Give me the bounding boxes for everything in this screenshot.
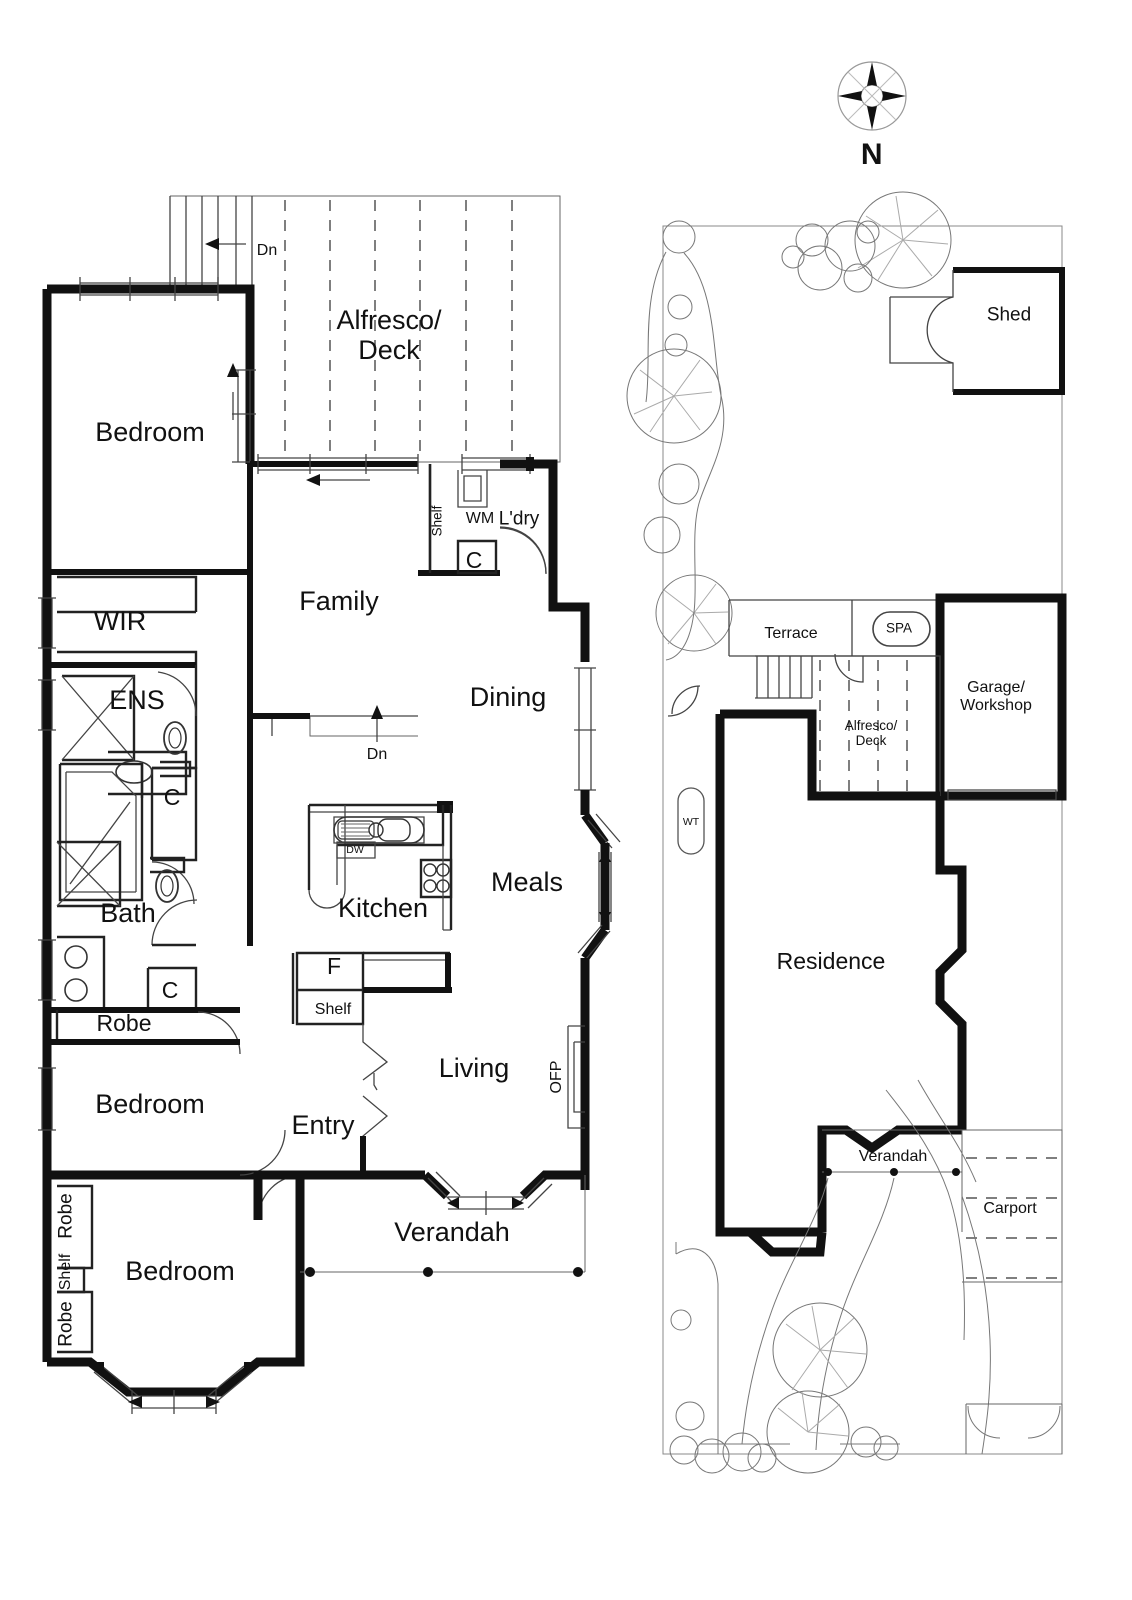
bath-walls — [38, 762, 198, 1011]
garden-trees-top — [781, 191, 952, 293]
alfresco-deck-site — [755, 653, 941, 796]
wir-walls — [38, 575, 198, 668]
bedroom-master-walls — [42, 277, 256, 1362]
compass-rose-icon — [837, 61, 907, 131]
laundry-walls — [428, 454, 558, 575]
family-walls — [247, 454, 500, 946]
bedroom-2-walls — [38, 1039, 300, 1180]
terrace-spa — [728, 599, 940, 657]
garden-trees-left — [626, 220, 733, 661]
alfresco-deck-upper — [169, 195, 561, 463]
fence-gates — [965, 1403, 1063, 1454]
east-exterior-walls — [548, 464, 621, 1190]
kitchen-fittings — [307, 801, 453, 931]
shed-walls — [889, 267, 1065, 395]
living-entry-walls — [253, 1024, 389, 1221]
garage-walls — [935, 593, 1067, 801]
fridge-pantry — [291, 951, 452, 1026]
residence-footprint — [667, 685, 967, 1257]
ens-walls — [38, 665, 198, 860]
driveway-paths — [675, 1079, 991, 1455]
garden-trees-bottom — [669, 1302, 900, 1474]
verandah-walls — [258, 1170, 586, 1362]
carport — [962, 1129, 1063, 1283]
cupboard-bath-walls — [151, 766, 198, 905]
